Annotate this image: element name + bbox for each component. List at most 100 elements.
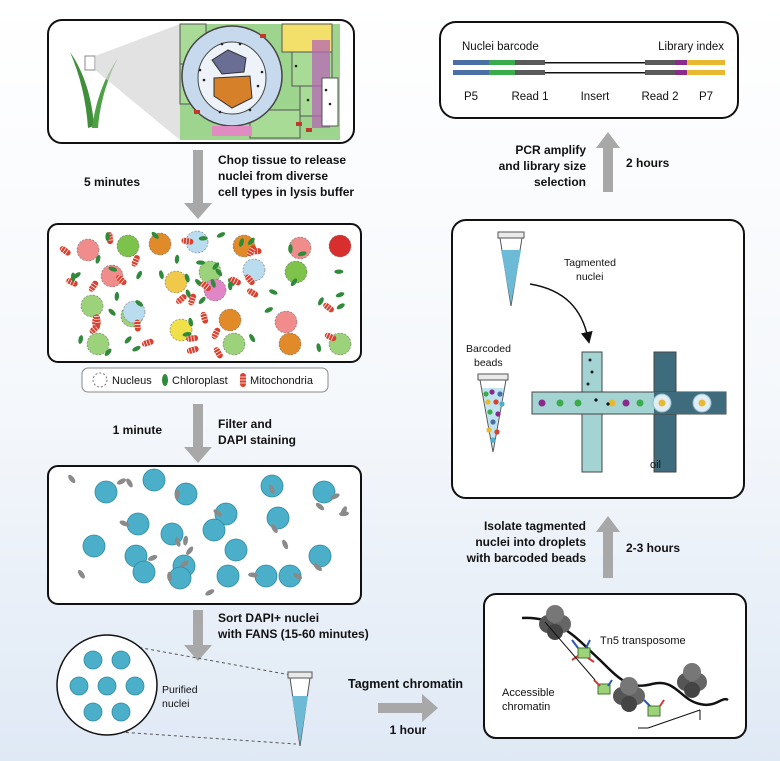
- isolate-time: 2-3 hours: [626, 541, 680, 555]
- nucleus: [312, 480, 336, 504]
- dapi-nuclei-panel: [47, 465, 362, 605]
- library-strand-top: [453, 60, 725, 65]
- chop-time: 5 minutes: [84, 175, 140, 189]
- pcr-text-line-3: selection: [534, 175, 586, 189]
- nucleus: [203, 278, 227, 302]
- legend-nucleus: Nucleus: [112, 375, 152, 387]
- nucleus: [202, 518, 226, 542]
- nucleus: [254, 564, 278, 588]
- chromatin-panel: Tn5 transposome Accessible chromatin: [483, 593, 747, 739]
- accessible-label-line-2: chromatin: [502, 701, 550, 713]
- lysate-nuclei: [59, 230, 352, 359]
- step-arrow-pcr: [596, 132, 620, 192]
- nucleus: [100, 264, 124, 288]
- tagmented-nuclei-tube-icon: [497, 231, 525, 307]
- beads-label-line-1: Barcoded: [466, 343, 511, 355]
- mitochondria-legend-icon: [240, 373, 246, 387]
- chop-text-line-3: cell types in lysis buffer: [218, 185, 354, 199]
- tagment-title: Tagment chromatin: [348, 677, 463, 691]
- chloroplast-legend-icon: [162, 374, 168, 386]
- nucleus: [216, 564, 240, 588]
- nucleus: [126, 512, 150, 536]
- pcr-text-line-2: and library size: [499, 159, 587, 173]
- barcoded-beads-tube-icon: [477, 373, 509, 453]
- nucleus: [116, 234, 140, 258]
- dapi-nuclei: [68, 468, 350, 596]
- nucleus: [328, 234, 352, 258]
- read1-label: Read 1: [511, 91, 548, 103]
- purified-label-line-1: Purified: [162, 684, 198, 696]
- leaf-cross-section: [179, 23, 340, 140]
- pcr-time: 2 hours: [626, 156, 670, 170]
- leaf-tissue-panel: [47, 19, 355, 144]
- sort-text-line-2: with FANS (15-60 minutes): [217, 627, 369, 641]
- collection-tube-icon: [287, 671, 313, 747]
- beads-label-line-2: beads: [474, 357, 503, 369]
- accessible-label-line-1: Accessible: [502, 687, 555, 699]
- nucleus: [222, 332, 246, 356]
- oil-label: oil: [650, 459, 661, 471]
- legend-mitochondria: Mitochondria: [250, 375, 314, 387]
- nucleus: [132, 560, 156, 584]
- nucleus: [266, 506, 290, 530]
- chop-text-line-2: nuclei from diverse: [218, 169, 328, 183]
- legend: Nucleus Chloroplast Mitochondria: [81, 367, 329, 393]
- legend-chloroplast: Chloroplast: [172, 375, 228, 387]
- tn5-transposome-icon: [571, 639, 665, 717]
- droplet-device-panel: Tagmented nuclei Barcoded beads oil: [451, 219, 745, 499]
- tagmented-label-line-1: Tagmented: [564, 257, 616, 269]
- grass-blade-icon: [70, 52, 94, 128]
- step-arrow-tagment: [378, 694, 438, 722]
- chop-text-line-1: Chop tissue to release: [218, 153, 346, 167]
- nucleus-legend-icon: [92, 372, 108, 388]
- step-arrow-isolate: [596, 516, 620, 578]
- nucleosome-icon: [613, 677, 645, 712]
- nucleosome-icon: [539, 605, 571, 640]
- read2-label: Read 2: [641, 91, 678, 103]
- nucleus: [308, 544, 332, 568]
- nucleus: [86, 332, 110, 356]
- nucleus: [76, 238, 100, 262]
- nucleus: [278, 332, 302, 356]
- p7-label: P7: [699, 91, 713, 103]
- lysate-panel: [47, 223, 362, 363]
- library-strand-bottom: [453, 70, 725, 75]
- nuclei-barcode-label: Nuclei barcode: [462, 41, 539, 53]
- nucleus: [148, 232, 172, 256]
- filter-time: 1 minute: [113, 423, 163, 437]
- isolate-text-line-1: Isolate tagmented: [484, 519, 586, 533]
- step-arrow-chop: [184, 150, 212, 219]
- nucleus: [164, 270, 188, 294]
- purified-label-line-2: nuclei: [162, 698, 189, 710]
- filter-text-line-2: DAPI staining: [218, 433, 296, 447]
- nucleus: [82, 534, 106, 558]
- nucleus: [80, 294, 104, 318]
- nucleus: [94, 480, 118, 504]
- tagmented-label-line-2: nuclei: [576, 271, 603, 283]
- tagment-time: 1 hour: [390, 723, 427, 737]
- nucleus: [122, 300, 146, 324]
- nucleus: [224, 538, 248, 562]
- nucleus: [168, 566, 192, 590]
- purified-nuclei-zoom: Purified nuclei: [56, 634, 297, 745]
- pcr-text-line-1: PCR amplify: [515, 143, 586, 157]
- library-index-label: Library index: [658, 41, 724, 53]
- microfluidic-channel: [531, 351, 727, 473]
- isolate-text-line-2: nuclei into droplets: [475, 535, 586, 549]
- p5-label: P5: [464, 91, 478, 103]
- nucleus: [218, 308, 242, 332]
- nucleus: [214, 502, 238, 526]
- isolate-text-line-3: with barcoded beads: [466, 551, 587, 565]
- step-arrow-filter: [184, 404, 212, 463]
- nucleus: [142, 468, 166, 492]
- step-arrow-sort: [184, 610, 212, 661]
- nucleus: [274, 310, 298, 334]
- filter-text-line-1: Filter and: [218, 417, 272, 431]
- nucleus: [284, 260, 308, 284]
- sort-text-line-1: Sort DAPI+ nuclei: [218, 611, 319, 625]
- insert-label: Insert: [581, 91, 611, 103]
- tn5-label: Tn5 transposome: [600, 635, 686, 647]
- library-structure-panel: Nuclei barcode Library index P5 Read 1 I…: [439, 21, 739, 119]
- nucleosome-icon: [677, 663, 707, 698]
